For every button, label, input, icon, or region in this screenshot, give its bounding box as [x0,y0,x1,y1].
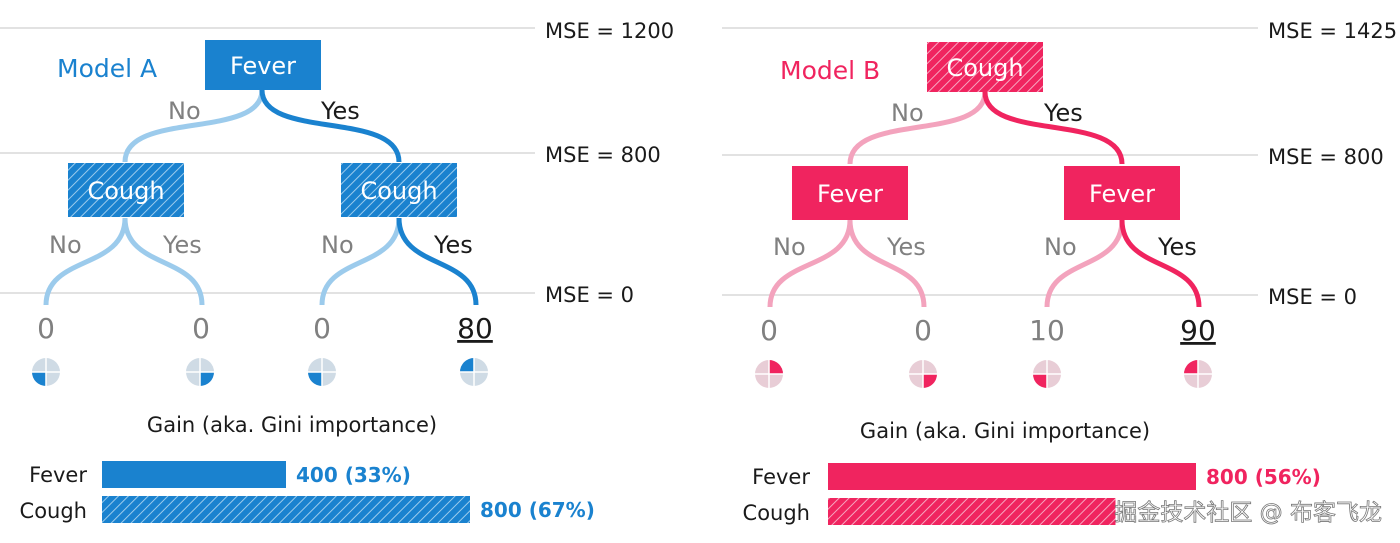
root-node-label: Cough [946,54,1023,82]
leaf-quadrant-highlight [923,374,937,388]
gain-bar [102,496,470,523]
branch-label-yes: Yes [1043,99,1083,127]
branch-yes [259,89,402,163]
leaf-quadrant-highlight [1033,374,1047,388]
leaf-quadrant-icon [1184,360,1212,388]
gain-chart-title: Gain (aka. Gini importance) [860,419,1150,443]
root-node [205,40,321,90]
mse-label-top: MSE = 1200 [545,19,674,43]
leaf-value: 90 [1180,314,1216,347]
model-b-panel: MSE = 1425 MSE = 800 MSE = 0 Model B Cou… [722,19,1397,525]
mse-label-top: MSE = 1425 [1268,19,1397,43]
child-node-left-label: Cough [87,177,164,205]
root-node [927,42,1043,92]
branch-label-no: No [1044,233,1077,261]
leaf-value: 10 [1029,314,1065,347]
mse-label-bottom: MSE = 0 [545,283,634,307]
leaf-quadrant-icon [186,358,214,386]
leaf-quadrant-highlight [460,358,474,372]
gain-bar [102,461,286,488]
branch-label-no: No [773,233,806,261]
leaf-value: 0 [192,312,210,345]
branch-no [1044,219,1125,308]
gain-chart-title: Gain (aka. Gini importance) [147,413,437,437]
leaf-value: 0 [313,312,331,345]
leaf-quadrant-icons [32,358,488,386]
leaf-quadrant-icon [308,358,336,386]
leaf-value: 0 [914,314,932,347]
branch-no [43,217,128,306]
leaf-value: 80 [457,312,493,345]
root-node-label: Fever [230,52,296,80]
gain-value-label: 800 (67%) [480,498,595,522]
branch-label-yes: Yes [320,97,360,125]
branch-label-no: No [321,231,354,259]
leaf-quadrant-icon [1033,360,1061,388]
gain-bar [828,498,1116,525]
model-a-panel: MSE = 1200 MSE = 800 MSE = 0 Model A Fev… [0,19,674,523]
branch-label-no: No [49,231,82,259]
leaf-quadrant-icon [460,358,488,386]
leaf-quadrant-highlight [200,372,214,386]
branch-no [122,89,265,163]
leaf-value: 0 [37,312,55,345]
mse-label-mid: MSE = 800 [1268,145,1384,169]
branch-label-yes: Yes [886,233,926,261]
leaf-value: 0 [760,314,778,347]
branch-yes [396,217,479,306]
mse-label-mid: MSE = 800 [545,143,661,167]
leaf-quadrant-icon [755,360,783,388]
child-node-right [341,163,457,217]
branch-label-no: No [168,97,201,125]
branch-no [319,217,402,306]
model-title: Model B [780,56,880,85]
gain-feature-label: Cough [743,501,810,525]
branch-label-yes: Yes [1157,233,1197,261]
branch-yes [847,219,927,308]
model-title: Model A [57,54,157,83]
branch-label-no: No [891,99,924,127]
mse-label-bottom: MSE = 0 [1268,285,1357,309]
leaf-quadrant-icon [32,358,60,386]
child-node-left [792,166,908,220]
branch-yes [122,217,205,306]
branch-yes [982,91,1125,165]
child-node-left-label: Fever [817,180,883,208]
branch-no [767,219,853,308]
gain-feature-label: Cough [20,499,87,523]
leaf-quadrant-highlight [308,372,322,386]
branch-no [847,91,988,165]
gain-value-label: 800 (56%) [1206,465,1321,489]
branch-label-yes: Yes [162,231,202,259]
leaf-quadrant-highlight [769,360,783,374]
leaf-quadrant-highlight [32,372,46,386]
leaf-quadrant-highlight [1184,360,1198,374]
branch-yes [1119,219,1202,308]
child-node-right-label: Cough [360,177,437,205]
watermark-text: 掘金技术社区 @ 布客飞龙 [1114,500,1382,526]
child-node-right [1064,166,1180,220]
leaf-quadrant-icon [909,360,937,388]
gain-feature-label: Fever [29,463,87,487]
child-node-right-label: Fever [1089,180,1155,208]
branch-label-yes: Yes [433,231,473,259]
gain-feature-label: Fever [752,465,810,489]
child-node-left [68,163,184,217]
leaf-quadrant-icons [755,360,1212,388]
gain-value-label: 400 (33%) [296,463,411,487]
gain-bar [828,463,1196,490]
